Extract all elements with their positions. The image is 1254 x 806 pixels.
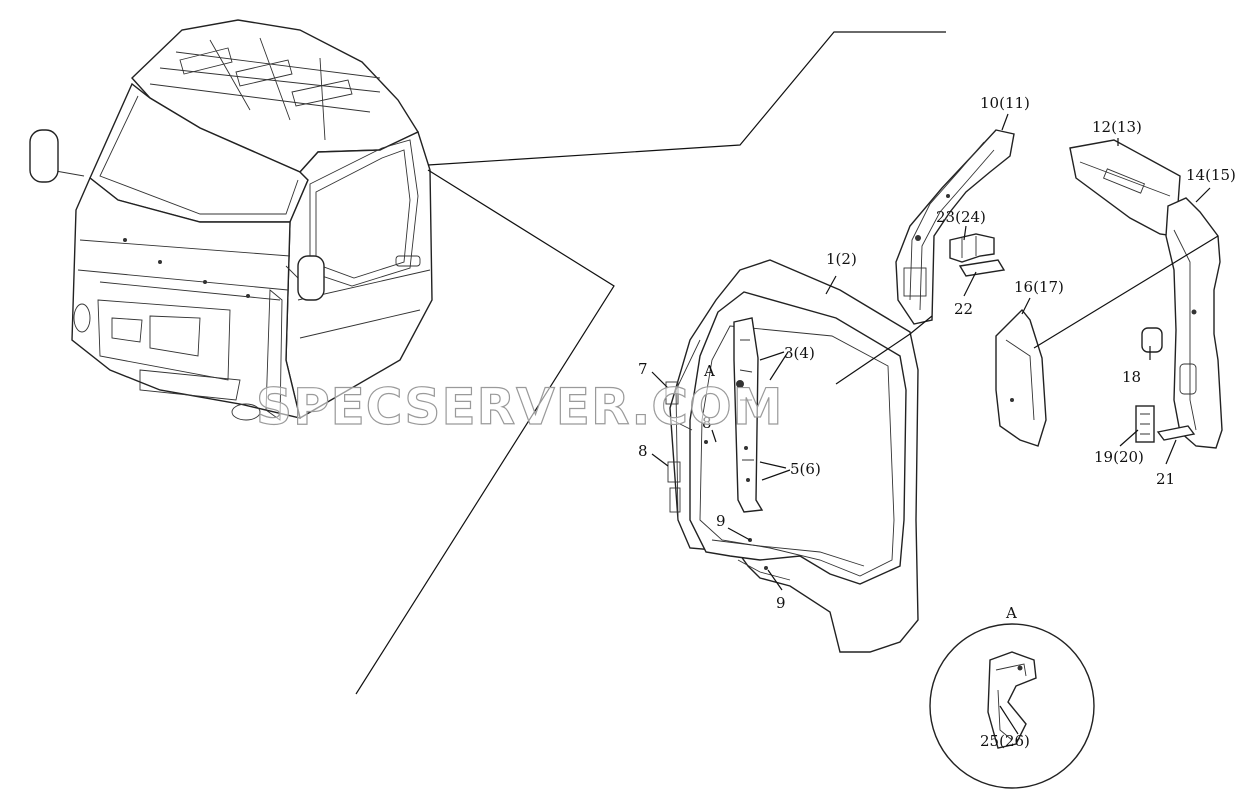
callout-19-20: 19(20): [1094, 448, 1144, 466]
callout-14-15: 14(15): [1186, 166, 1236, 184]
rear-panel-16: [995, 308, 1047, 447]
callout-12-13: 12(13): [1092, 118, 1142, 136]
callout-8-left: 8: [638, 442, 648, 460]
roof-panel-12: [1069, 139, 1181, 237]
callout-9-lower: 9: [776, 594, 786, 612]
callout-16-17: 16(17): [1014, 278, 1064, 296]
callout-labels: 1(2) 3(4) 5(6) 7 8 8 9 9 10(11) 12(13) 1…: [638, 94, 1236, 750]
callout-1-2: 1(2): [826, 250, 857, 268]
part-19: [1135, 405, 1155, 443]
callout-21: 21: [1156, 470, 1175, 488]
callout-9-upper: 9: [716, 512, 726, 530]
detail-a-title: A: [1005, 604, 1017, 622]
callout-8-right: 8: [702, 414, 712, 432]
callout-10-11: 10(11): [980, 94, 1030, 112]
leader-lines: [355, 31, 1219, 735]
bracket-23: [949, 233, 995, 263]
watermark: SPECSERVER.COM: [256, 378, 783, 436]
rear-pillar-panel-14: [1165, 197, 1223, 449]
side-frame-panel-1: [665, 259, 919, 653]
detail-a-marker: A: [703, 362, 715, 380]
callout-5-6: 5(6): [790, 460, 821, 478]
callout-3-4: 3(4): [784, 344, 815, 362]
part-18: [1141, 327, 1163, 353]
callout-18: 18: [1122, 368, 1141, 386]
truck-cab: [29, 19, 433, 421]
callout-23-24: 23(24): [936, 208, 986, 226]
callout-25-26: 25(26): [980, 732, 1030, 750]
bracket-22: [958, 259, 1006, 277]
callout-7: 7: [638, 360, 648, 378]
part-21: [1156, 425, 1196, 441]
callout-22: 22: [954, 300, 973, 318]
detail-a: [929, 623, 1095, 789]
roof-rail-panel-10: [895, 129, 1015, 325]
